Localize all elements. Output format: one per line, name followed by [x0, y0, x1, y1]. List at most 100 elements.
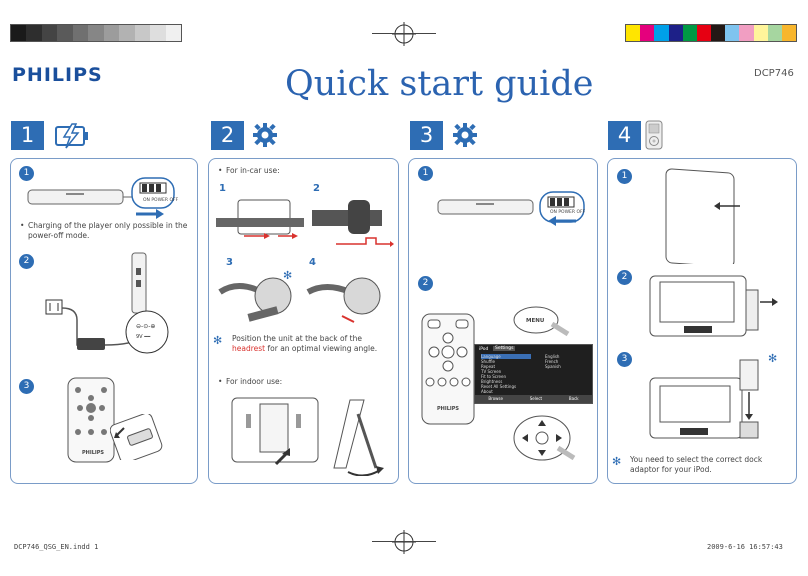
gear-icon	[252, 122, 278, 152]
substep-marker: 2	[617, 270, 632, 285]
color-swatch	[640, 25, 655, 41]
remote-brand: PHILIPS	[437, 406, 460, 412]
color-swatch	[668, 25, 683, 41]
color-swatch	[739, 25, 754, 41]
menu-footer-browse: Browse	[488, 396, 503, 401]
brand-logo: PHILIPS	[12, 64, 103, 86]
step-3-number: 3	[410, 121, 443, 150]
gray-swatch	[11, 25, 27, 41]
step-4-number: 4	[608, 121, 641, 150]
power-switch-label: ON POWER OFF	[550, 210, 586, 215]
menu-footer-select: Select	[529, 396, 543, 401]
crop-line-bottom	[372, 541, 436, 542]
menu-option: French	[545, 359, 559, 364]
battery-charge-icon	[54, 122, 90, 154]
headrest-illustration-1	[218, 270, 298, 334]
menu-item: About	[481, 389, 493, 394]
remote-control-illustration	[66, 376, 116, 470]
color-swatch	[781, 25, 797, 41]
menu-footer-back: Back	[568, 396, 579, 401]
menu-tab-settings: Settings	[493, 346, 516, 351]
registration-mark-bottom	[392, 530, 416, 554]
asterisk-icon: ✻	[283, 269, 293, 282]
menu-item: Repeat	[481, 364, 496, 369]
gray-swatch	[134, 25, 151, 41]
menu-item: Reset All Settings	[481, 384, 517, 389]
gray-swatch	[103, 25, 120, 41]
model-number: DCP746	[754, 68, 794, 79]
arrow-right-icon	[136, 204, 166, 223]
substep-marker: 3	[617, 352, 632, 367]
page-title: Quick start guide	[285, 64, 594, 104]
indoor-back-illustration	[230, 394, 322, 474]
substep-marker: 1	[19, 166, 34, 181]
gray-calibration-bar	[10, 24, 182, 42]
registration-mark-top	[392, 22, 416, 46]
color-swatch	[696, 25, 712, 41]
gray-swatch	[150, 25, 166, 41]
step-1-note: Charging of the player only possible in …	[20, 221, 193, 241]
power-switch-label: ON POWER OFF	[143, 198, 179, 203]
gray-swatch	[41, 25, 58, 41]
power-switch-callout	[128, 174, 178, 218]
menu-option: Spanish	[545, 364, 561, 369]
footer-file: DCP746_QSG_EN.indd 1	[14, 543, 99, 551]
menu-item: TV Screen	[481, 369, 502, 374]
menu-option: English	[545, 354, 560, 359]
substep-marker: 2	[418, 276, 433, 291]
svg-text:⊖-⊙-⊕: ⊖-⊙-⊕	[136, 323, 155, 330]
gray-swatch	[26, 25, 42, 41]
color-swatch	[682, 25, 697, 41]
player-side-illustration	[26, 178, 176, 222]
indoor-stand-illustration	[330, 394, 390, 480]
remote-brand: PHILIPS	[82, 450, 105, 456]
remote-battery-illustration	[109, 412, 164, 464]
color-swatch	[753, 25, 768, 41]
substep-number: 1	[219, 183, 226, 194]
svg-text:9V ━━: 9V ━━	[136, 334, 151, 340]
navigation-pad-illustration	[510, 412, 580, 468]
menu-tab-ipod: iPod	[479, 347, 489, 352]
substep-marker: 2	[19, 254, 34, 269]
asterisk-icon: ✻	[768, 352, 778, 365]
dock-adaptor-note: You need to select the correct dock adap…	[630, 455, 763, 474]
menu-button-label: MENU	[526, 318, 545, 324]
player-side-illustration	[436, 194, 536, 228]
substep-number: 2	[313, 183, 320, 194]
asterisk-icon: ✻	[612, 455, 622, 468]
color-swatch	[767, 25, 782, 41]
dock-tablet-illustration-1	[658, 166, 742, 268]
color-swatch	[626, 25, 641, 41]
step-1-number: 1	[11, 121, 44, 150]
car-mount-illustration-1	[214, 194, 304, 256]
footer-date: 2009-6-16 16:57:43	[707, 543, 783, 551]
substep-number: 4	[309, 257, 316, 268]
menu-item: Fit to Screen	[481, 374, 506, 379]
indoor-label: For indoor use:	[218, 377, 282, 387]
gray-swatch	[72, 25, 89, 41]
dock-adaptor-illustration	[648, 356, 778, 450]
headrest-highlight: headrest	[232, 344, 266, 353]
color-swatch	[711, 25, 726, 41]
arrow-left-icon	[548, 211, 578, 230]
substep-marker: 1	[617, 169, 632, 184]
asterisk-icon: ✻	[213, 334, 223, 347]
in-car-label: For in-car use:	[218, 166, 280, 176]
menu-button-callout	[512, 304, 572, 342]
step-2-number: 2	[211, 121, 244, 150]
color-calibration-bar	[625, 24, 797, 42]
gray-swatch	[57, 25, 73, 41]
substep-number: 3	[226, 257, 233, 268]
menu-item: Brightness	[481, 379, 503, 384]
substep-marker: 1	[418, 166, 433, 181]
substep-marker: 3	[19, 379, 34, 394]
gray-swatch	[119, 25, 135, 41]
color-swatch	[725, 25, 740, 41]
headrest-illustration-2	[306, 270, 390, 334]
gray-swatch	[165, 25, 181, 41]
menu-item: Shuffle	[481, 359, 495, 364]
remote-control-illustration	[420, 312, 476, 432]
power-switch-callout	[538, 188, 588, 232]
